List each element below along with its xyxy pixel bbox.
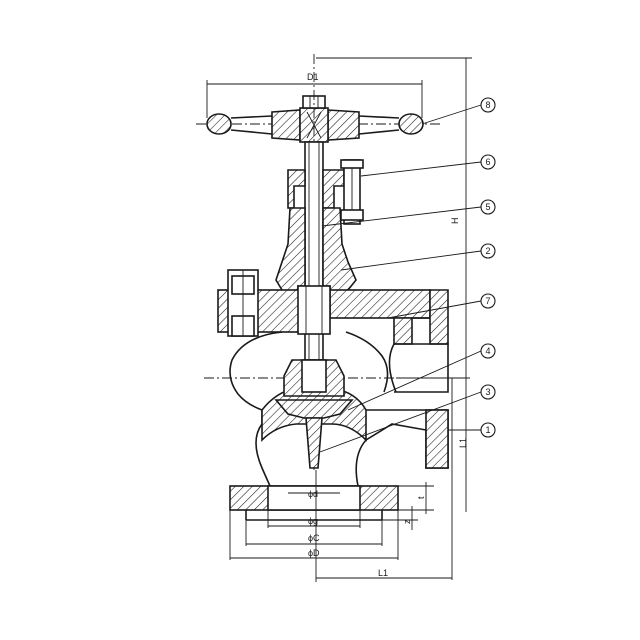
bonnet-flange-right: [329, 289, 431, 319]
outlet-port: [394, 343, 449, 393]
disc-nut: [301, 359, 327, 393]
gland-left: [287, 169, 306, 209]
callout-1-number: 1: [485, 425, 490, 435]
callout-6: 6: [480, 154, 496, 170]
packing-gland: [287, 159, 364, 225]
dim-l1-horizontal-label: L1: [378, 568, 388, 578]
handwheel: [196, 95, 440, 143]
body-outline-upper-right: [345, 331, 389, 393]
callout-7: 7: [480, 293, 496, 309]
dim-phi-g-label: ϕg: [308, 516, 318, 526]
inlet-flange-right: [425, 409, 449, 469]
dim-d1-label: D1: [307, 72, 319, 82]
callout-3-number: 3: [485, 387, 490, 397]
body-outline-left: [229, 331, 283, 487]
dim-z-label: z: [402, 519, 412, 524]
outlet-contour: [388, 343, 397, 393]
dim-phi-c-label: ϕC: [308, 533, 320, 543]
dim-t-label: t: [416, 496, 426, 499]
gland-bolt-head: [340, 159, 364, 169]
handwheel-hub-right: [327, 109, 360, 141]
gland-right: [322, 169, 345, 209]
callout-2: 2: [480, 243, 496, 259]
dim-phi-D-label: ϕD: [308, 548, 320, 558]
valve-disc: [274, 359, 354, 469]
callout-6-number: 6: [485, 157, 490, 167]
stem-bushing: [297, 285, 331, 335]
disc-guide: [305, 417, 323, 469]
outlet-flange-section: [393, 289, 449, 345]
callout-4-number: 4: [485, 346, 490, 356]
handwheel-spring: [306, 111, 322, 139]
bottom-flange: [229, 485, 399, 521]
callout-4: 4: [480, 343, 496, 359]
disc-body: [274, 399, 354, 419]
callout-2-number: 2: [485, 246, 490, 256]
callout-8-number: 8: [485, 100, 490, 110]
body-bolt: [227, 269, 259, 337]
callout-7-number: 7: [485, 296, 490, 306]
callout-5-number: 5: [485, 202, 490, 212]
dim-phi-d-label: ϕd: [308, 489, 318, 499]
handwheel-rim-left: [206, 113, 232, 135]
callouts: 8 6 5 2 7 4 3 1: [319, 97, 496, 453]
handwheel-rim-right: [398, 113, 424, 135]
callout-8: 8: [480, 97, 496, 113]
handwheel-spokes: [230, 115, 400, 135]
dimensions: D1 H L1 ϕd ϕg ϕC ϕD L1: [206, 57, 472, 582]
bottom-flange-bore: [267, 485, 361, 511]
dim-h-label: H: [450, 218, 460, 225]
dim-l1-vertical-label: L1: [458, 438, 468, 448]
handwheel-hub-left: [271, 109, 301, 141]
gland-bolt-nut: [340, 209, 364, 221]
callout-5: 5: [480, 199, 496, 215]
callout-3: 3: [480, 384, 496, 400]
callout-1: 1: [480, 422, 496, 438]
